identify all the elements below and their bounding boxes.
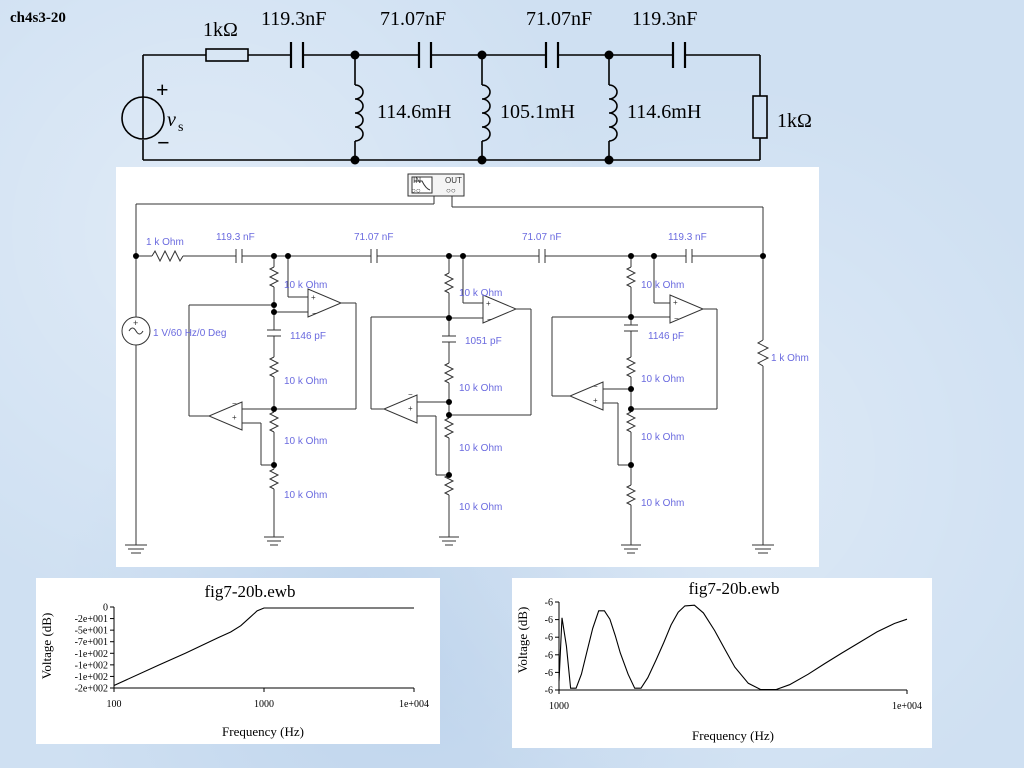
gic2-r4-label: 10 k Ohm [459,502,502,513]
svg-text:○○: ○○ [446,186,456,195]
gic1-r4-label: 10 k Ohm [284,490,327,501]
r2-label: 1kΩ [777,110,812,132]
l2-label: 105.1mH [500,101,575,123]
chart2-y-tick-label: -6 [545,598,553,609]
chart1-y-tick-label: 0 [103,603,108,614]
sch-source-label: 1 V/60 Hz/0 Deg [153,328,226,339]
svg-text:○○: ○○ [411,186,421,195]
chart2-x-tick-label: 1e+004 [892,701,922,712]
gic2-r2-label: 10 k Ohm [459,383,502,394]
lowpass-response-chart: fig7-20b.ewb Frequency (Hz) Voltage (dB)… [39,582,429,739]
slide-title: ch4s3-20 [10,10,66,26]
c2-label: 71.07nF [380,8,446,30]
chart1-x-tick-label: 100 [107,699,122,710]
svg-text:−: − [674,314,679,323]
chart1-title: fig7-20b.ewb [204,582,295,601]
chart2-y-tick-label: -6 [545,633,553,644]
sch-c4-label: 119.3 nF [668,232,707,243]
gic1-r3-label: 10 k Ohm [284,436,327,447]
l3-label: 114.6mH [627,101,701,123]
chart2-y-tick-label: -6 [545,615,553,626]
chart2-y-tick-label: -6 [545,650,553,661]
chart1-panel [36,578,440,744]
r1-label: 1kΩ [203,19,238,41]
chart1-y-tick-label: -5e+001 [75,626,108,637]
gic3-r2-label: 10 k Ohm [641,374,684,385]
svg-text:−: − [312,309,317,318]
sch-c3-label: 71.07 nF [522,232,561,243]
c1-label: 119.3nF [261,8,326,30]
schematic-panel [116,167,819,567]
svg-text:−: − [487,315,492,324]
source-subscript: s [178,120,183,135]
svg-text:+: + [133,318,138,328]
gic1-r2-label: 10 k Ohm [284,376,327,387]
chart2-x-tick-label: 1000 [549,701,569,712]
svg-text:−: − [408,390,413,399]
chart2-y-tick-label: -6 [545,686,553,697]
chart2-series-line [558,604,908,691]
chart1-y-tick-label: -7e+001 [75,637,108,648]
gic2-r3-label: 10 k Ohm [459,443,502,454]
sch-c2-label: 71.07 nF [354,232,393,243]
source-plus: + [156,77,169,102]
chart2-y-tick-label: -6 [545,668,553,679]
chart1-x-tick-label: 1e+004 [399,699,429,710]
svg-text:+: + [311,293,316,302]
svg-text:OUT: OUT [445,176,462,185]
chart1-y-tick-label: -1e+002 [75,649,108,660]
gic1-cap-label: 1146 pF [290,331,326,342]
gic3-r1-label: 10 k Ohm [641,280,684,291]
ladder-circuit: 1kΩ 119.3nF 71.07nF 71.07nF 119.3nF 114.… [121,8,812,165]
svg-text:+: + [232,413,237,422]
gic2-r1-label: 10 k Ohm [459,288,502,299]
chart1-y-tick-label: -1e+002 [75,660,108,671]
gic1-r1-label: 10 k Ohm [284,280,327,291]
chart1-x-tick-label: 1000 [254,699,274,710]
source-label: v [167,109,176,131]
chart2-title: fig7-20b.ewb [688,579,779,598]
svg-text:−: − [593,382,598,391]
svg-text:+: + [408,404,413,413]
chart1-ylabel: Voltage (dB) [39,613,54,680]
sch-r-source-label: 1 k Ohm [146,237,184,248]
chart2-panel [512,578,932,748]
gic3-r3-label: 10 k Ohm [641,432,684,443]
chart1-y-tick-label: -1e+002 [75,672,108,683]
gic2-cap-label: 1051 pF [465,336,502,347]
gic-schematic: IN OUT ○○ ○○ + − + − + − + − + − + − + 1 k Ohm 1… [121,173,809,554]
gic3-r4-label: 10 k Ohm [641,498,684,509]
chart1-xlabel: Frequency (Hz) [222,724,304,739]
chart2-ylabel: Voltage (dB) [515,607,530,674]
sch-r-load-label: 1 k Ohm [771,353,809,364]
chart1-series-line [113,607,414,687]
gic3-cap-label: 1146 pF [648,331,684,342]
svg-text:+: + [673,298,678,307]
svg-text:+: + [593,396,598,405]
svg-text:+: + [486,299,491,308]
chart1-y-tick-label: -2e+001 [75,614,108,625]
sch-c1-label: 119.3 nF [216,232,255,243]
chart1-y-tick-label: -2e+002 [75,684,108,695]
svg-text:IN: IN [413,176,421,185]
bandpass-ripple-chart: fig7-20b.ewb Frequency (Hz) Voltage (dB)… [515,579,922,743]
source-minus: − [157,130,170,155]
c4-label: 119.3nF [632,8,697,30]
chart2-xlabel: Frequency (Hz) [692,728,774,743]
svg-text:−: − [232,399,237,408]
l1-label: 114.6mH [377,101,451,123]
c3-label: 71.07nF [526,8,592,30]
